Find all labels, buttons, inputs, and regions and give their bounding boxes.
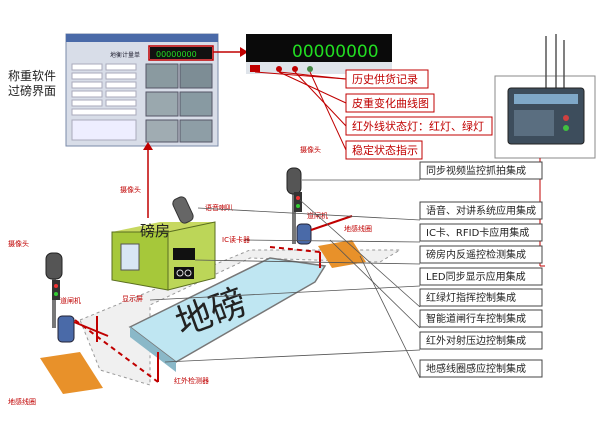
ir-posts — [74, 246, 321, 383]
ground-loop-left — [40, 352, 103, 394]
weight-display: 00000000 — [246, 34, 392, 74]
barrier-left — [57, 315, 109, 343]
camera-right — [286, 167, 302, 244]
feature-label: IC卡、RFID卡应用集成 — [426, 226, 529, 239]
feature-connectors — [149, 179, 421, 379]
feature-box — [419, 223, 543, 242]
history-records-label: 历史供货记录 — [352, 72, 418, 86]
software-screenshot: 地衡计量单 00000000 — [65, 33, 219, 147]
ic-reader-label: IC读卡器 — [222, 235, 250, 244]
feature-label: 语音、对讲系统应用集成 — [426, 204, 536, 217]
feature-box — [419, 201, 543, 220]
barrier-left-label: 道闸机 — [60, 296, 81, 305]
weigh-booth: 磅房 — [111, 196, 216, 291]
feature-box — [419, 288, 543, 307]
feature-box — [419, 331, 543, 350]
software-label: 称重软件过磅界面 — [8, 69, 56, 98]
stable-indicator-label: 稳定状态指示 — [352, 143, 418, 157]
feature-label: 地感线圈感应控制集成 — [426, 362, 526, 375]
display-counter: 00000000 — [292, 42, 379, 62]
ground-loop-right — [318, 240, 366, 268]
feature-label: LED同步显示应用集成 — [426, 270, 526, 283]
feature-label: 智能道闸行车控制集成 — [426, 312, 526, 325]
camera-right-label: 摄像头 — [300, 145, 321, 154]
feature-label: 磅房内反遥控检测集成 — [426, 248, 526, 261]
camera-left — [45, 252, 63, 328]
feature-box — [419, 245, 543, 264]
scale-platform — [128, 257, 327, 363]
tare-curve-label: 皮重变化曲线图 — [352, 96, 429, 110]
feature-box — [419, 359, 543, 378]
display-screen-label: 显示屏 — [122, 295, 143, 303]
software-title: 地衡计量单 — [110, 51, 140, 59]
ir-lamp-label: 红外线状态灯：红灯、绿灯 — [352, 119, 484, 133]
camera-left-label: 摄像头 — [8, 239, 29, 248]
barrier-right — [296, 215, 353, 245]
ir-detector-label: 红外检测器 — [174, 376, 209, 385]
feature-box — [419, 267, 543, 286]
speaker-label: 语音喇叭 — [205, 203, 233, 212]
feature-label: 同步视频监控抓拍集成 — [426, 164, 526, 177]
camera-top-label: 摄像头 — [120, 185, 141, 194]
feature-label: 红绿灯指挥控制集成 — [426, 291, 516, 304]
feature-box — [419, 161, 543, 180]
road-surface — [79, 249, 402, 386]
loop-right-label: 地感线圈 — [344, 224, 372, 233]
feature-label: 红外对射压边控制集成 — [426, 334, 526, 347]
booth-text: 磅房 — [140, 222, 170, 240]
feature-box — [419, 309, 543, 328]
loop-left-label: 地感线圈 — [8, 397, 36, 406]
software-counter: 00000000 — [156, 50, 197, 59]
